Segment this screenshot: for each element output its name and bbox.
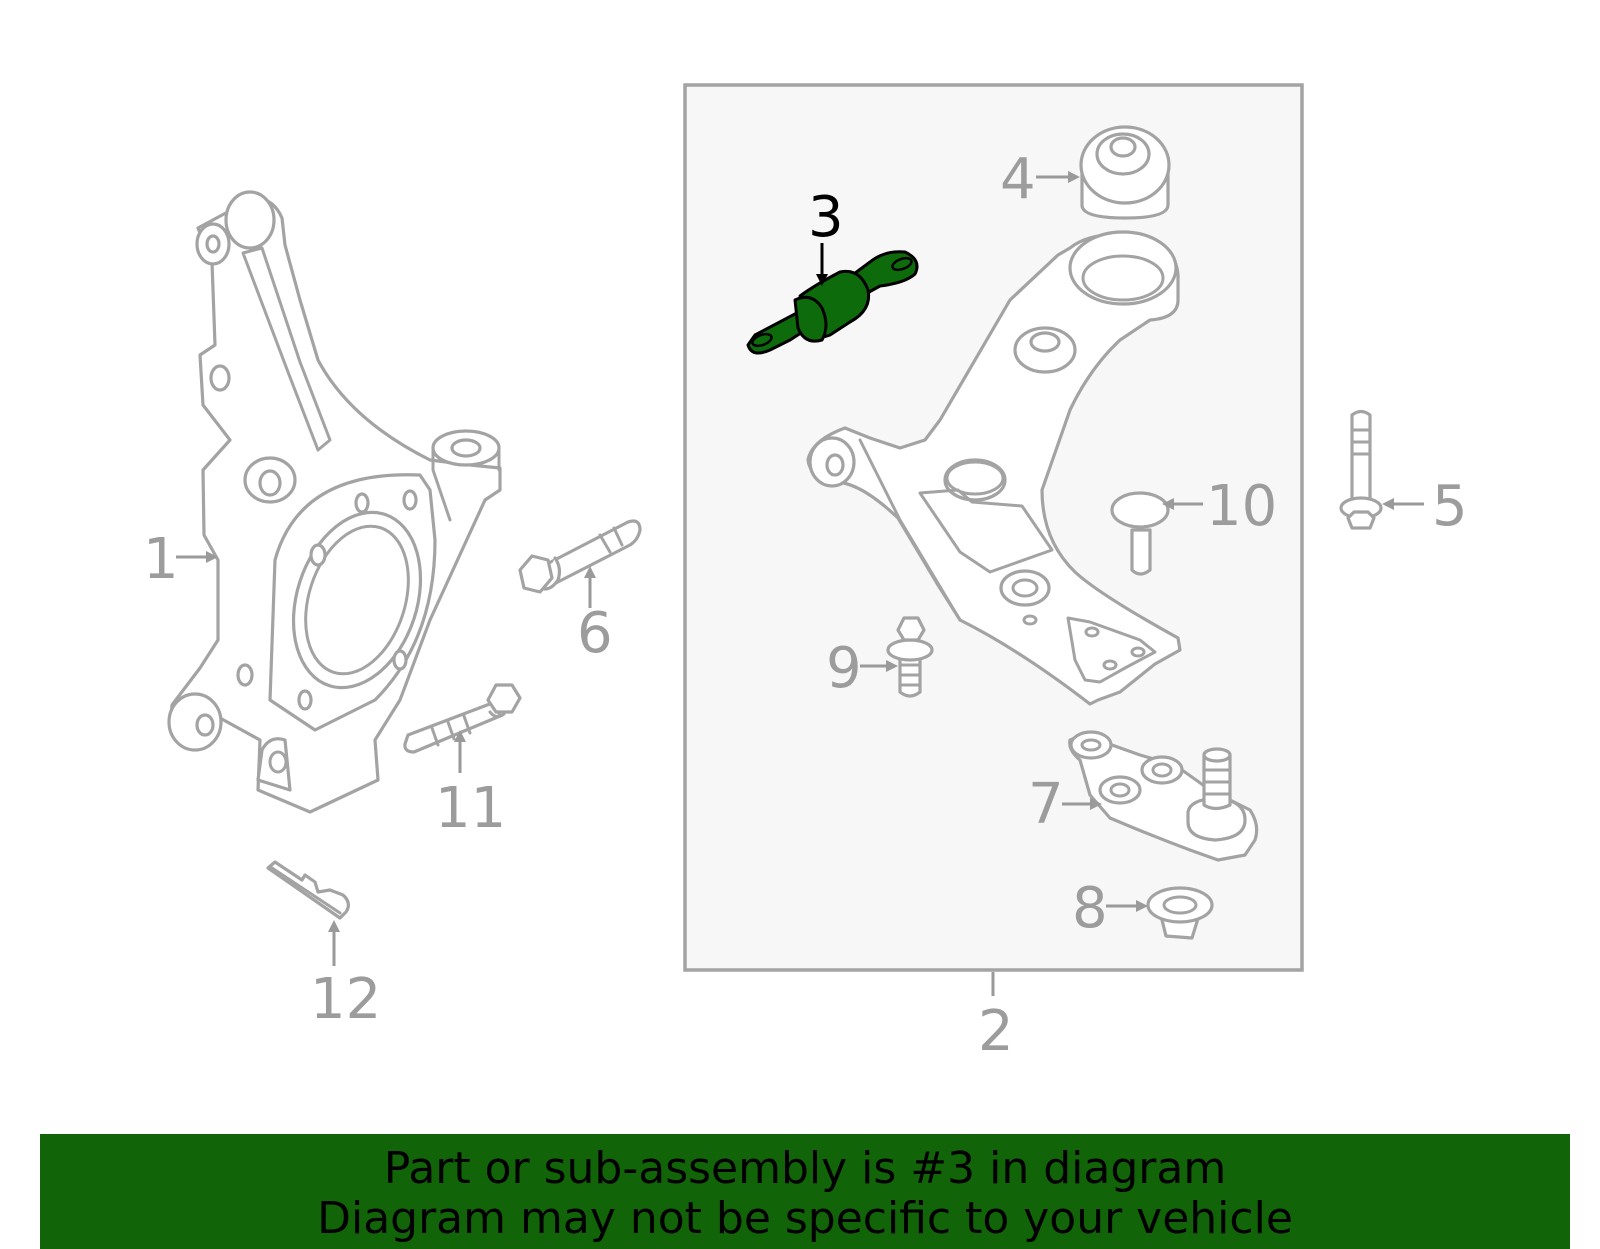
callout-7: 7: [1028, 772, 1064, 837]
steering-knuckle[interactable]: [167, 190, 502, 814]
dust-cover-10[interactable]: [1110, 491, 1170, 576]
callout-6: 6: [577, 601, 613, 666]
lower-control-arm[interactable]: [806, 230, 1182, 706]
bushing-3-highlighted[interactable]: [746, 250, 919, 355]
nut-8[interactable]: [1146, 886, 1214, 940]
callout-3: 3: [808, 185, 844, 250]
clip-12[interactable]: [266, 860, 350, 920]
callout-10: 10: [1206, 474, 1277, 539]
callout-12: 12: [310, 967, 381, 1032]
bolt-9[interactable]: [886, 616, 934, 698]
bolt-5[interactable]: [1339, 409, 1383, 530]
info-banner: Part or sub-assembly is #3 in diagram Di…: [40, 1134, 1570, 1249]
callout-11: 11: [435, 776, 506, 841]
ball-joint-7[interactable]: [1068, 730, 1259, 862]
callout-1: 1: [143, 527, 179, 592]
callout-8: 8: [1072, 876, 1108, 941]
callout-4: 4: [1000, 147, 1036, 212]
bushing-4[interactable]: [1079, 125, 1171, 220]
bolt-11[interactable]: [403, 683, 522, 754]
callout-2: 2: [978, 999, 1014, 1064]
callout-9: 9: [826, 636, 862, 701]
bolt-6[interactable]: [518, 519, 642, 594]
callout-5: 5: [1432, 474, 1468, 539]
banner-line-2: Diagram may not be specific to your vehi…: [317, 1193, 1293, 1244]
banner-line-1: Part or sub-assembly is #3 in diagram: [383, 1143, 1227, 1194]
